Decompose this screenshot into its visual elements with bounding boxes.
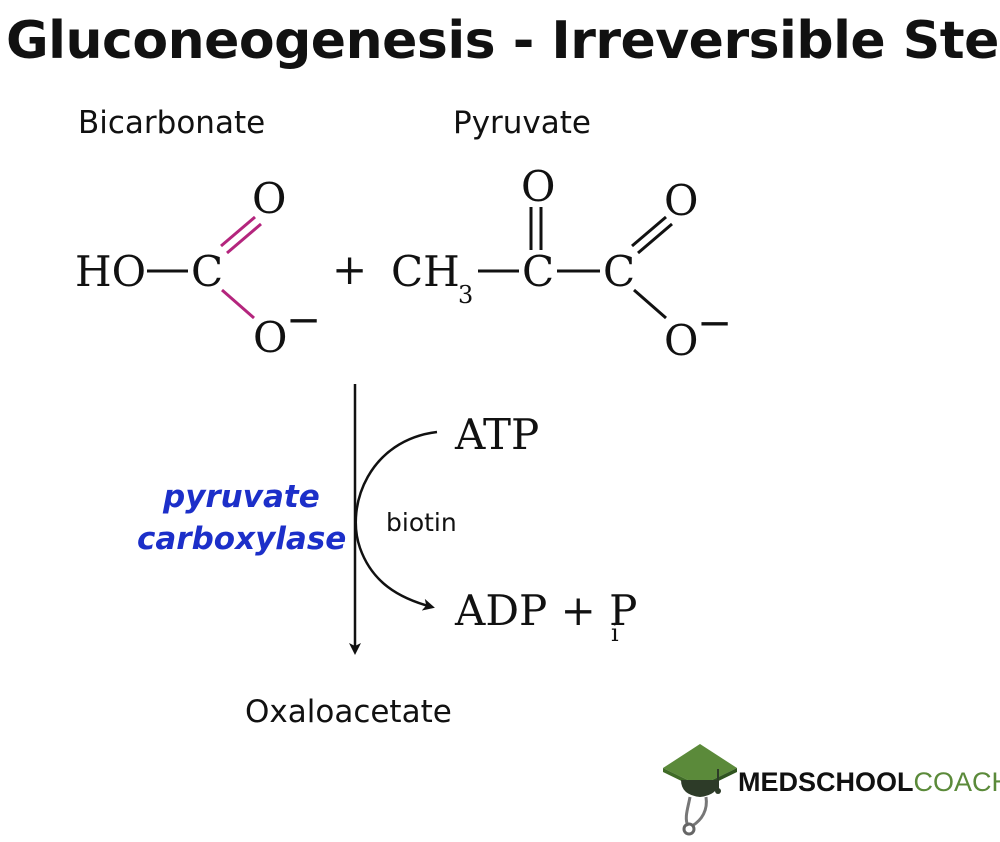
- pyruvate-oxygen-double: O: [664, 176, 698, 225]
- pyruvate-carbon-2: C: [603, 247, 635, 296]
- graduation-cap-stethoscope-icon: [663, 744, 737, 836]
- pyruvate-ch: CH: [391, 247, 460, 296]
- enzyme-label-line1: pyruvate: [162, 479, 320, 515]
- adp-pi-label: ADP + P: [454, 586, 637, 635]
- pyruvate-carboxyl-double-b: [637, 222, 673, 255]
- reaction-plus: +: [332, 245, 367, 294]
- pyruvate-carboxyl-double-a: [631, 215, 667, 248]
- pyruvate-ch-sub: 3: [458, 281, 473, 309]
- pyruvate-carbon-1: C: [522, 247, 554, 296]
- diagram-title: Gluconeogenesis - Irreversible Step 1a: [6, 11, 1000, 71]
- pyruvate-oxygen-top: O: [521, 162, 555, 211]
- bicarbonate-double-bond-b: [226, 222, 262, 255]
- pyruvate-oxygen-minus: O: [664, 316, 698, 365]
- pyruvate-charge: −: [697, 298, 732, 347]
- bicarbonate-ho: HO: [75, 247, 146, 296]
- cofactor-curved-arrow-icon: [354, 430, 438, 611]
- bicarbonate-bond-to-ominus: [221, 288, 255, 320]
- bicarbonate-charge: −: [286, 295, 321, 344]
- bicarbonate-oxygen-double: O: [252, 174, 286, 223]
- bicarbonate-carbon: C: [191, 247, 223, 296]
- product-label: Oxaloacetate: [245, 694, 452, 730]
- medschoolcoach-logo: MEDSCHOOLCOACH: [663, 744, 1000, 836]
- logo-text: MEDSCHOOLCOACH: [738, 767, 1000, 797]
- bicarbonate-structure: HO C O O −: [75, 174, 321, 362]
- pyruvate-structure: CH 3 C O C O O −: [391, 162, 732, 365]
- pi-subscript: i: [611, 619, 619, 647]
- bicarbonate-oxygen-minus: O: [253, 313, 287, 362]
- pyruvate-bond-to-ominus: [633, 288, 667, 320]
- bicarbonate-double-bond-a: [220, 215, 256, 248]
- enzyme-label-line2: carboxylase: [137, 521, 346, 557]
- pyruvate-label: Pyruvate: [453, 105, 591, 141]
- atp-label: ATP: [454, 410, 539, 459]
- bicarbonate-label: Bicarbonate: [78, 105, 265, 141]
- biotin-label: biotin: [386, 508, 457, 537]
